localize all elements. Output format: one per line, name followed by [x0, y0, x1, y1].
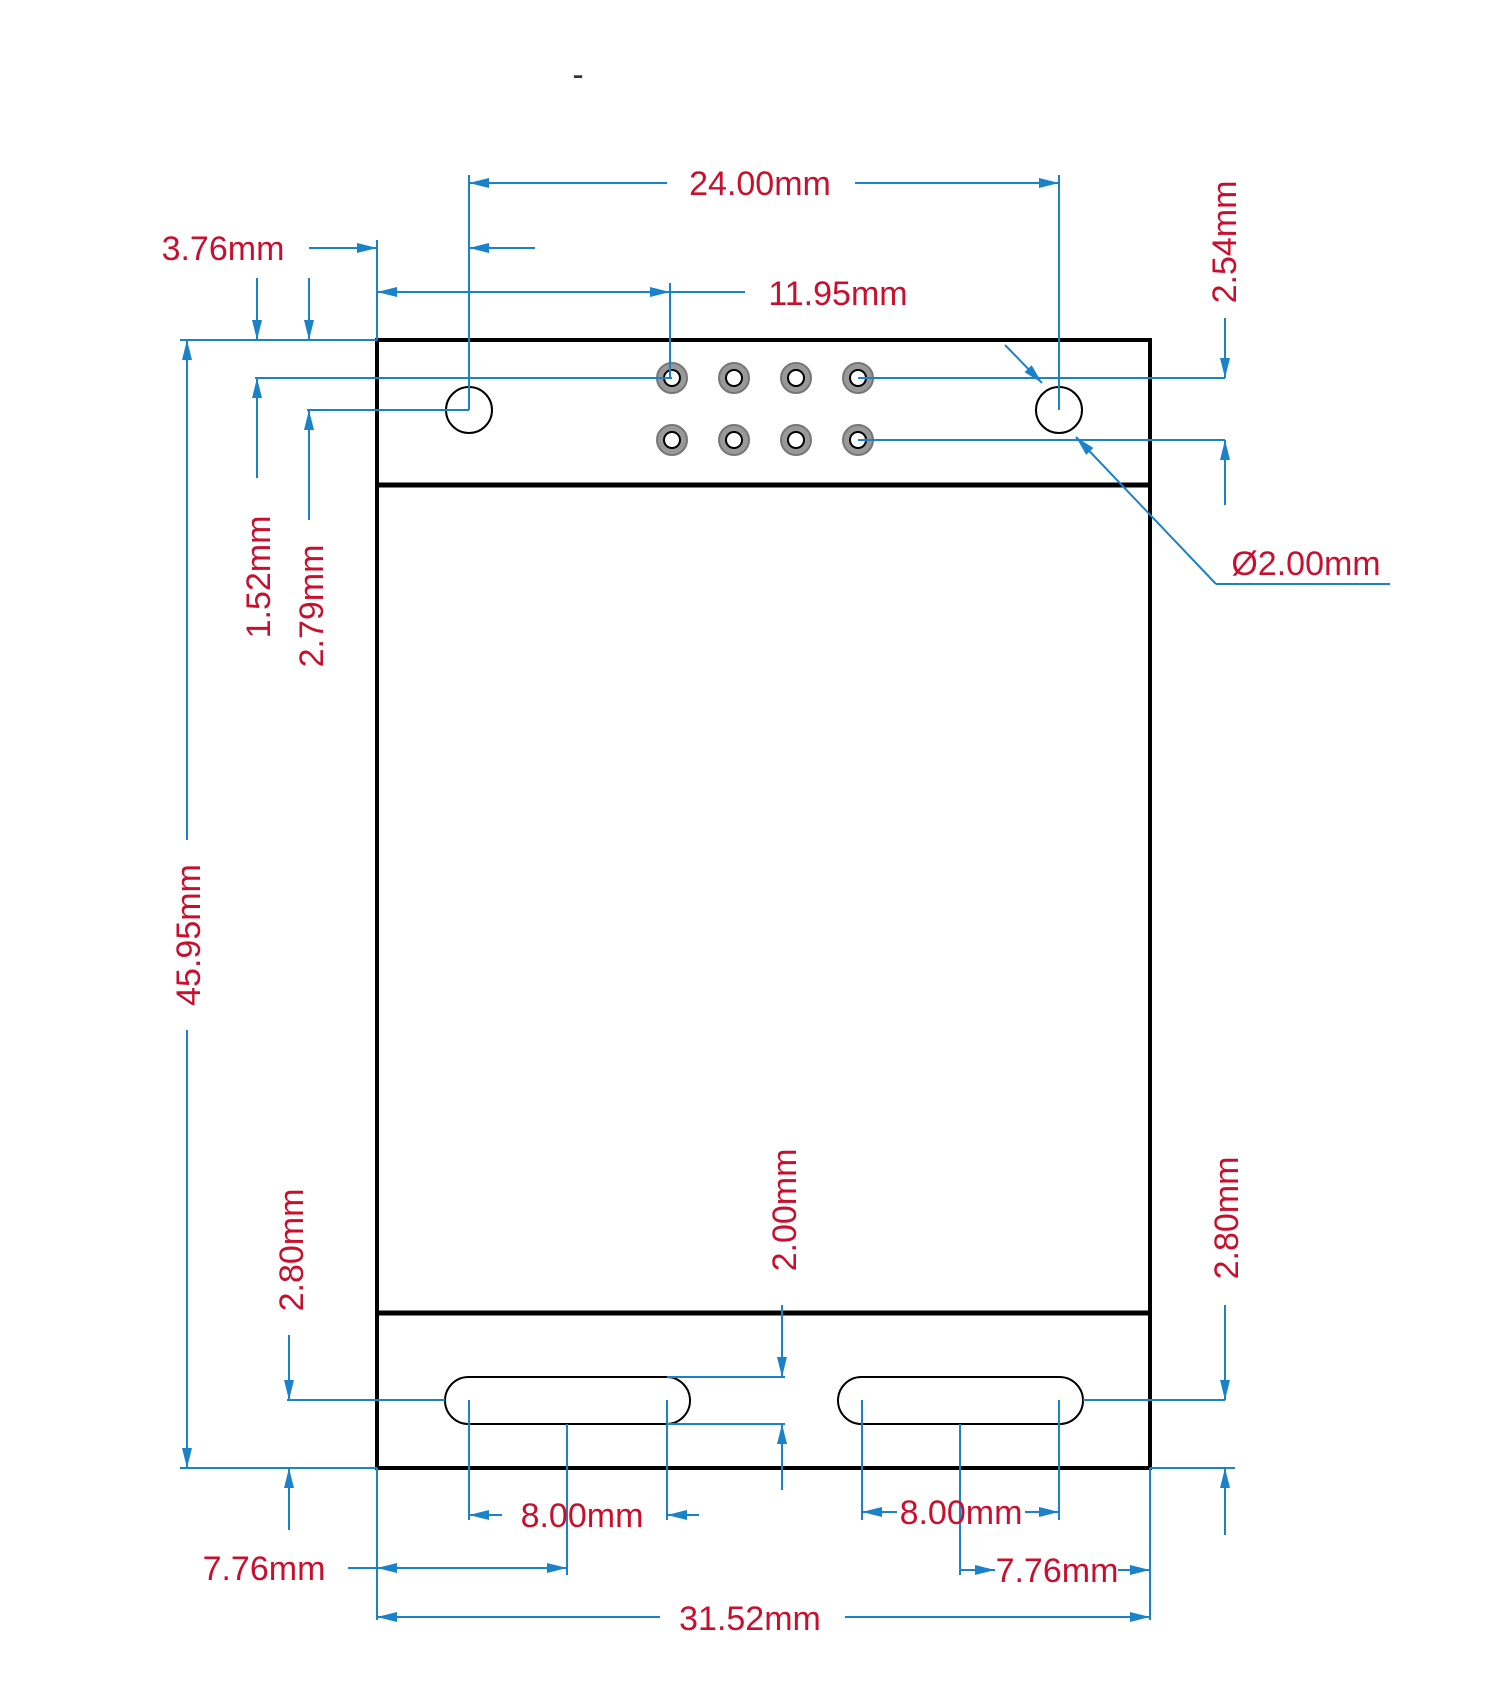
- dim-hole-spacing: 24.00mm: [689, 165, 831, 203]
- slot-left: [444, 1376, 691, 1425]
- pin: [780, 424, 812, 456]
- dim-slot-length-left: 8.00mm: [521, 1497, 644, 1535]
- pin: [656, 424, 688, 456]
- dim-hole-row-offset-1: 1.52mm: [240, 516, 278, 639]
- dim-board-height: 45.95mm: [170, 864, 208, 1006]
- dimension-lines: [180, 175, 1390, 1622]
- top-mark: -: [572, 56, 583, 94]
- dim-slot-length-right: 8.00mm: [900, 1494, 1023, 1532]
- board-outline: [375, 338, 1152, 1470]
- pin: [718, 362, 750, 394]
- dim-slot-offset-right: 2.80mm: [1208, 1157, 1246, 1280]
- dim-slot-width: 2.00mm: [766, 1149, 804, 1272]
- dim-slot-center-right: 7.76mm: [996, 1552, 1119, 1590]
- dim-pin-offset: 11.95mm: [768, 275, 907, 313]
- dim-left-offset: 3.76mm: [162, 230, 285, 268]
- dim-slot-center-left: 7.76mm: [203, 1550, 326, 1588]
- slot-right: [837, 1376, 1084, 1425]
- pin: [718, 424, 750, 456]
- dim-slot-offset-left: 2.80mm: [273, 1189, 311, 1312]
- pin: [780, 362, 812, 394]
- dim-hole-diameter: Ø2.00mm: [1231, 545, 1380, 583]
- dim-board-width: 31.52mm: [679, 1600, 821, 1638]
- dimension-labels: 24.00mm 3.76mm 11.95mm 2.54mm 1.52mm 2.7…: [162, 165, 1381, 1638]
- dim-pin-row-offset: 2.54mm: [1206, 181, 1244, 304]
- dim-hole-row-offset-2: 2.79mm: [293, 545, 331, 668]
